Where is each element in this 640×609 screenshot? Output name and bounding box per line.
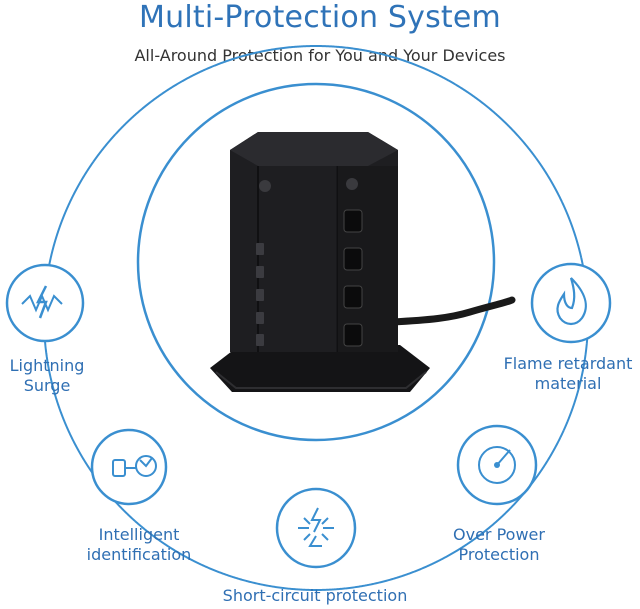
feature-label-over-power: Over Power Protection: [453, 525, 545, 564]
page-title: Multi-Protection System: [139, 0, 501, 35]
feature-label-short-circuit: Short-circuit protection: [222, 586, 408, 605]
page-subtitle: All-Around Protection for You and Your D…: [134, 46, 506, 65]
smart-identification-icon: [90, 428, 168, 506]
feature-label-lightning-surge: Lightning Surge: [9, 356, 85, 395]
feature-label-intelligent-identification: Intelligent identification: [86, 525, 192, 564]
power-gauge-icon: [456, 424, 538, 506]
short-circuit-icon: [275, 487, 357, 569]
flame-icon: [530, 262, 612, 344]
feature-label-flame-retardant: Flame retardant material: [503, 354, 633, 393]
lightning-surge-icon: [5, 263, 85, 343]
power-tower-image: [210, 132, 516, 392]
